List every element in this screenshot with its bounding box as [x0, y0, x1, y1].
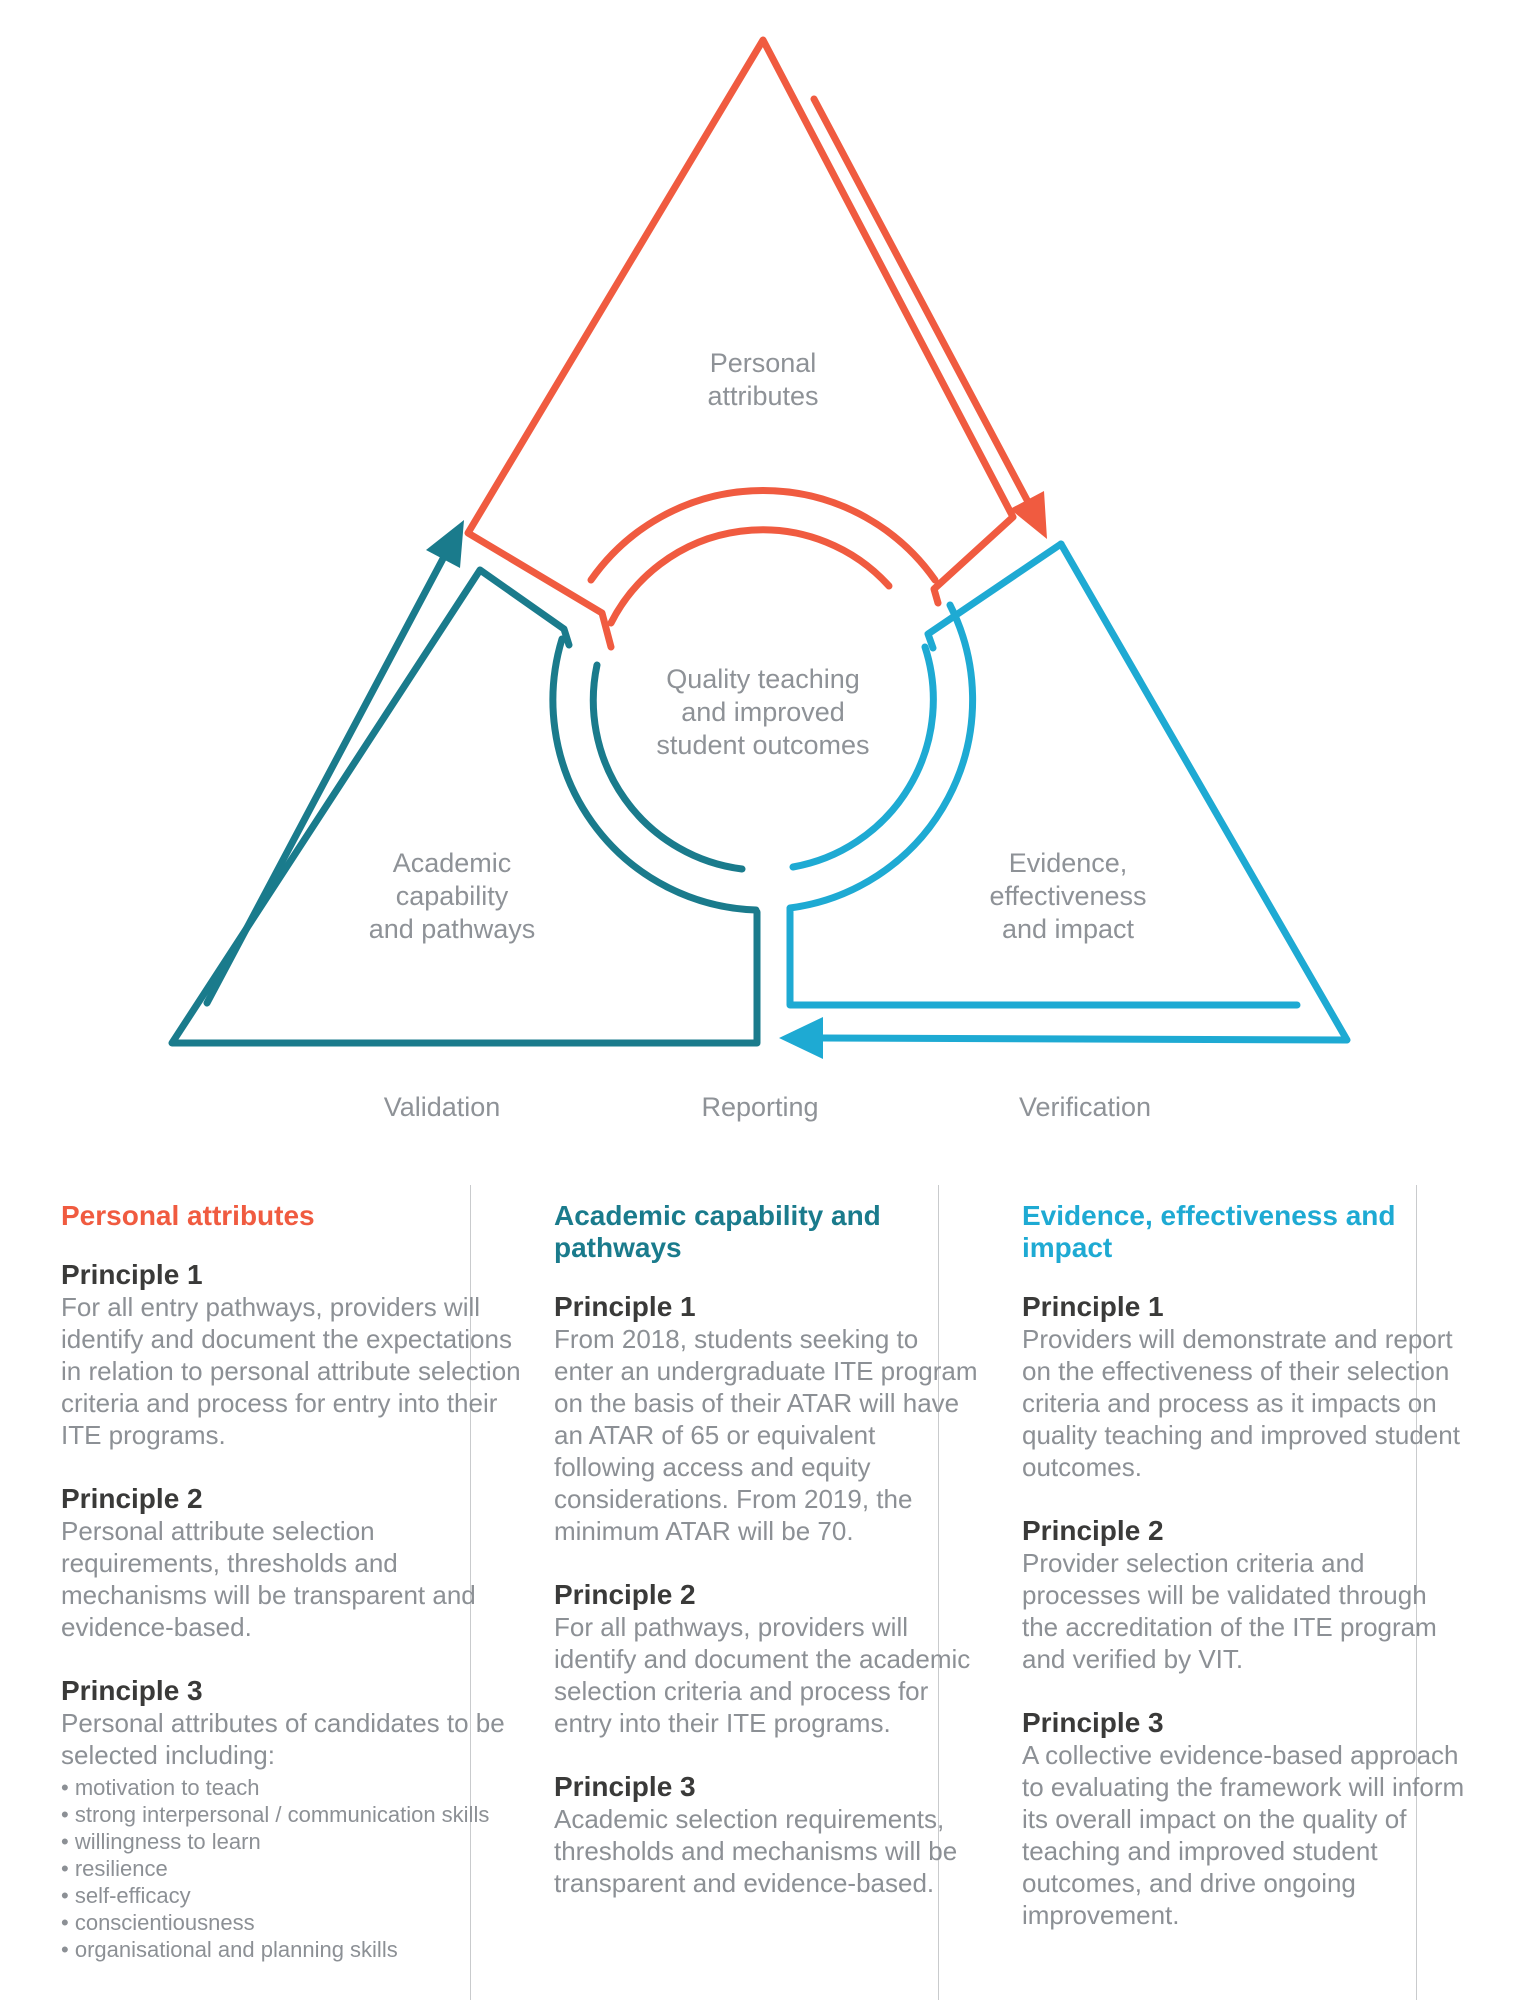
- principle-body: Providers will demonstrate and report on…: [1022, 1324, 1460, 1482]
- ring-inner-teal-arc: [589, 661, 746, 873]
- principle-title: Principle 2: [61, 1483, 203, 1514]
- bullet-item: motivation to teach: [61, 1774, 523, 1801]
- column-header: Personal attributes: [61, 1200, 315, 1231]
- principle-body: For all pathways, providers will identif…: [554, 1612, 971, 1738]
- bullet-item: self-efficacy: [61, 1882, 523, 1909]
- bullet-item: willingness to learn: [61, 1828, 523, 1855]
- principle-block: Principle 1 From 2018, students seeking …: [554, 1290, 978, 1547]
- verification-label: Verification: [1019, 1092, 1151, 1122]
- principle-body: For all entry pathways, providers will i…: [61, 1292, 521, 1450]
- bullet-item: organisational and planning skills: [61, 1936, 523, 1963]
- evidence-section-label: Evidence,: [1009, 848, 1128, 878]
- principle-title: Principle 2: [1022, 1515, 1164, 1546]
- principle-body: From 2018, students seeking to enter an …: [554, 1324, 978, 1546]
- principle-block: Principle 2 Personal attribute selection…: [61, 1482, 523, 1643]
- principle-body: Provider selection criteria and processe…: [1022, 1548, 1437, 1674]
- svg-text:capability: capability: [396, 881, 509, 911]
- svg-text:effectiveness: effectiveness: [989, 881, 1146, 911]
- academic-flow-arrowhead-icon: [426, 520, 464, 568]
- evidence-flow-arrow-shaft: [819, 540, 1351, 1044]
- principle-block: Principle 1 Providers will demonstrate a…: [1022, 1290, 1468, 1483]
- selection-framework-diagram: Personal attributes Academic capability …: [168, 36, 1351, 1122]
- svg-text:and pathways: and pathways: [369, 914, 536, 944]
- bullet-item: conscientiousness: [61, 1909, 523, 1936]
- personal-flow-arrowhead-icon: [1010, 491, 1047, 539]
- personal-flow-arrow-shaft: [810, 95, 1031, 504]
- principle-block: Principle 1 For all entry pathways, prov…: [61, 1258, 523, 1451]
- academic-flow-arrow-shaft: [203, 549, 450, 1007]
- principle-title: Principle 1: [61, 1259, 203, 1290]
- evidence-section-outline: [786, 540, 1351, 1044]
- column-divider: [938, 1185, 939, 2000]
- personal-attributes-section-outline: [464, 36, 1031, 651]
- ring-outer-teal-arc: [549, 635, 760, 914]
- svg-text:student outcomes: student outcomes: [656, 730, 869, 760]
- principle-body: A collective evidence-based approach to …: [1022, 1740, 1465, 1930]
- column-divider: [470, 1185, 471, 2000]
- personal-section-label: Personal: [710, 348, 817, 378]
- svg-text:attributes: attributes: [707, 381, 818, 411]
- principle-title: Principle 3: [554, 1771, 696, 1802]
- column-personal-attributes: Personal attributes Principle 1 For all …: [61, 1200, 523, 1994]
- academic-section-outline: [168, 549, 761, 1047]
- principle-title: Principle 2: [554, 1579, 696, 1610]
- principle-block: Principle 3 A collective evidence-based …: [1022, 1706, 1468, 1931]
- principle-body: Personal attributes of candidates to be …: [61, 1708, 505, 1770]
- bullet-item: strong interpersonal / communication ski…: [61, 1801, 523, 1828]
- principle-title: Principle 3: [1022, 1707, 1164, 1738]
- evidence-flow-arrowhead-icon: [779, 1017, 823, 1059]
- academic-section-label: Academic: [393, 848, 512, 878]
- principle-title: Principle 1: [1022, 1291, 1164, 1322]
- principle-block: Principle 2 Provider selection criteria …: [1022, 1514, 1468, 1675]
- ring-outer-orange-arc: [587, 486, 939, 584]
- principle-body: Academic selection requirements, thresho…: [554, 1804, 958, 1898]
- principle-body: Personal attribute selection requirement…: [61, 1516, 476, 1642]
- center-circle-label: Quality teaching: [666, 664, 860, 694]
- principle-title: Principle 3: [61, 1675, 203, 1706]
- reporting-label: Reporting: [701, 1092, 818, 1122]
- ring-inner-orange-arc: [607, 526, 893, 627]
- ring-inner-blue-arc: [789, 643, 937, 871]
- personal-attributes-bullet-list: motivation to teach strong interpersonal…: [61, 1774, 523, 1963]
- svg-text:and impact: and impact: [1002, 914, 1135, 944]
- column-divider: [1416, 1185, 1417, 2000]
- principle-block: Principle 3 Personal attributes of candi…: [61, 1674, 523, 1963]
- diagram-labels: Personal attributes Academic capability …: [369, 348, 1151, 1122]
- svg-text:and improved: and improved: [681, 697, 845, 727]
- principle-block: Principle 3 Academic selection requireme…: [554, 1770, 978, 1899]
- bullet-item: resilience: [61, 1855, 523, 1882]
- validation-label: Validation: [384, 1092, 501, 1122]
- ring-outer-blue-arc: [786, 601, 1301, 1009]
- principle-block: Principle 2 For all pathways, providers …: [554, 1578, 978, 1739]
- principle-title: Principle 1: [554, 1291, 696, 1322]
- column-header: Academic capability and pathways: [554, 1200, 881, 1263]
- column-header: Evidence, effectiveness and impact: [1022, 1200, 1396, 1263]
- column-academic-capability: Academic capability and pathways Princip…: [554, 1200, 978, 1930]
- column-evidence-effectiveness: Evidence, effectiveness and impact Princ…: [1022, 1200, 1468, 1962]
